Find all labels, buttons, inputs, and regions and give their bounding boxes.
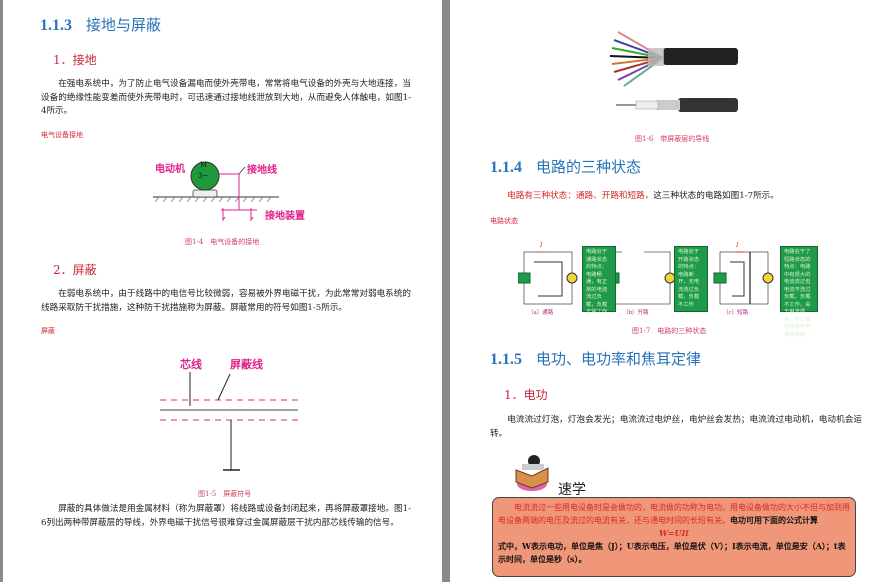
figure-caption: 图1-6 带屏蔽层的导线 (635, 135, 710, 143)
paragraph: 在强电系统中，为了防止电气设备漏电而使外壳带电，常常将电气设备的外壳与大地连接，… (41, 79, 411, 116)
paragraph: 电路有三种状态：通路、开路和短路，这三种状态的电路如图1-7所示。 (507, 191, 779, 201)
motor-symbol-m: M (200, 161, 208, 169)
formula-explanation: 式中，W表示电功，单位是焦（J）；U表示电压，单位是伏（V）；I表示电流，单位是… (498, 541, 846, 564)
open-circuit-note: 电路处于开路状态的特点：电路断开，无电流流过负载，负载不工作 (674, 246, 708, 312)
formula: W=UIt (658, 528, 690, 538)
reading-person-icon (512, 452, 552, 492)
state-label-closed: （a）通路 (528, 310, 554, 316)
subheading-grounding: 1．接地 (53, 53, 97, 67)
figure-caption: 图1-4 电气设备的接地 (185, 238, 260, 246)
closed-circuit-note: 电路处于通路状态的特点：电路畅通，有正常的电流流过负载，负载正常工作 (582, 246, 616, 315)
shielded-cable-photo (608, 20, 738, 120)
figure-label: 电气设备接地 (41, 131, 83, 139)
figure-label: 电路状态 (490, 217, 518, 225)
quick-learn-text: 电流流过一些用电设备时是会做功的，电流做的功称为电功。用电设备做功的大小不但与加… (498, 503, 850, 525)
motor-label: 电动机 (155, 164, 185, 175)
short-circuit-note: 电路处于了短路状态的特点：电路中有很大的电流流过但电流不流过负载，负载不工作。由… (780, 246, 818, 338)
figure-caption: 图1-5 屏蔽符号 (198, 490, 252, 498)
state-label-open: （b）开路 (623, 310, 649, 316)
circuit-states-figure: I I （a）通路 （b）开路 （c）短路 电路处于通路状态的特点：电路畅通，有… (518, 242, 818, 338)
paragraph: 在弱电系统中，由于线路中的电信号比较微弱，容易被外界电磁干扰，为此常常对弱电系统… (41, 289, 411, 313)
paragraph: 电流流过灯泡，灯泡会发光；电流流过电炉丝，电炉丝会发热；电流流过电动机，电动机会… (490, 415, 862, 439)
grounding-figure: M 3~ 电动机 接地线 接地装置 (151, 152, 311, 222)
state-label-short: （c）短路 (723, 310, 749, 316)
subheading-electric-work: 1．电功 (504, 388, 548, 402)
core-wire-label: 芯线 (180, 358, 202, 371)
subheading-shielding: 2．屏蔽 (53, 263, 97, 277)
current-symbol: I (736, 242, 739, 249)
motor-symbol-3ph: 3~ (198, 172, 209, 180)
figure-label: 屏蔽 (41, 327, 55, 335)
current-symbol: I (540, 242, 543, 249)
shield-symbol-figure: 芯线 屏蔽线 (158, 352, 303, 477)
quick-learn-title: 速学 (558, 482, 586, 498)
paragraph: 屏蔽的具体做法是用金属材料（称为屏蔽罩）将线路或设备封闭起来，再将屏蔽罩接地。图… (41, 504, 411, 528)
quick-learn-text: 电功可用下面的公式计算 (730, 515, 818, 525)
quick-learn-box: 电流流过一些用电设备时是会做功的，电流做的功称为电功。用电设备做功的大小不但与加… (492, 497, 856, 577)
ground-wire-label: 接地线 (247, 165, 277, 176)
figure-caption: 图1-7 电路的三种状态 (632, 327, 707, 335)
shield-wire-label: 屏蔽线 (230, 358, 263, 371)
ground-device-label: 接地装置 (265, 211, 305, 222)
